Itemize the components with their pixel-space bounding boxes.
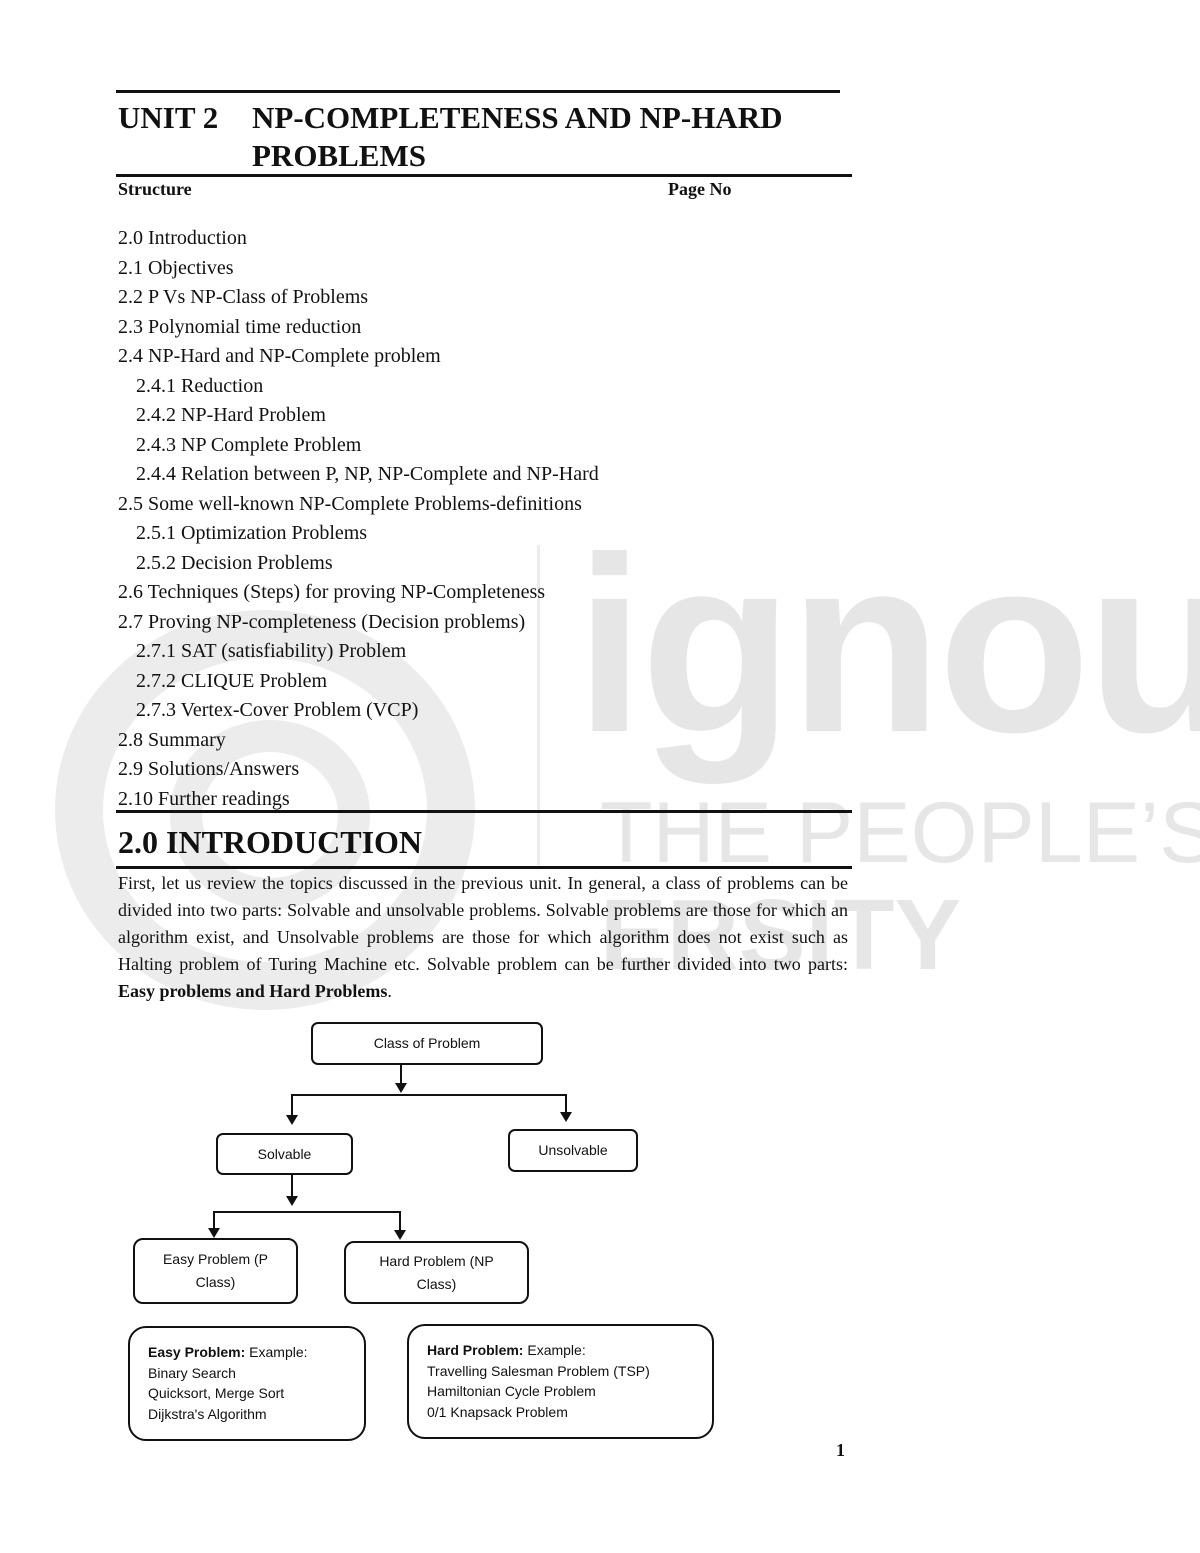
intro-text: First, let us review the topics discusse…: [118, 873, 848, 974]
toc-item: 2.4.1 Reduction: [136, 374, 264, 397]
example-item: Travelling Salesman Problem (TSP): [427, 1362, 650, 1379]
example-item: 0/1 Knapsack Problem: [427, 1403, 568, 1420]
connector-to-unsolvable: [565, 1094, 567, 1113]
toc-item: 2.5 Some well-known NP-Complete Problems…: [118, 492, 582, 515]
toc-item: 2.5.2 Decision Problems: [136, 551, 333, 574]
toc-item: 2.6 Techniques (Steps) for proving NP-Co…: [118, 581, 546, 603]
unit-title: NP-COMPLETENESS AND NP-HARD PROBLEMS: [252, 100, 783, 173]
toc-item: 2.9 Solutions/Answers: [118, 758, 300, 780]
arrow-down-icon: [560, 1112, 572, 1122]
toc-item: 2.7.1 SAT (satisfiability) Problem: [136, 640, 407, 662]
arrow-down-icon: [394, 1230, 406, 1240]
toc-item: 2.7 Proving NP-completeness (Decision pr…: [118, 610, 526, 633]
arrow-down-icon: [286, 1115, 298, 1125]
top-rule: [116, 90, 840, 93]
structure-heading: Structure: [118, 179, 192, 199]
table-of-contents: 2.0 Introduction 2.1 Objectives 2.2 P Vs N…: [118, 224, 818, 814]
easy-examples-heading-bold: Easy Problem:: [148, 1344, 246, 1360]
easy-examples-heading-rest: Example:: [245, 1344, 308, 1360]
connector-to-hard: [399, 1211, 401, 1231]
example-item: Binary Search: [148, 1364, 236, 1381]
hard-examples-heading-bold: Hard Problem:: [427, 1342, 524, 1358]
arrow-down-icon: [208, 1228, 220, 1238]
toc-item: 2.4.3 NP Complete Problem: [136, 433, 362, 456]
example-item: Dijkstra's Algorithm: [148, 1405, 267, 1422]
toc-item: 2.5.1 Optimization Problems: [136, 522, 368, 544]
example-item: Hamiltonian Cycle Problem: [427, 1383, 596, 1399]
node-unsolvable: Unsolvable: [508, 1129, 638, 1172]
connector-solvable-down: [291, 1175, 293, 1197]
toc-item: 2.1 Objectives: [118, 256, 234, 279]
node-solvable: Solvable: [216, 1133, 353, 1175]
connector-solvable-split: [213, 1211, 401, 1213]
toc-item: 2.7.2 CLIQUE Problem: [136, 669, 328, 692]
toc-item: 2.4 NP-Hard and NP-Complete problem: [118, 345, 441, 367]
example-item: Quicksort, Merge Sort: [148, 1385, 285, 1401]
toc-item: 2.7.3 Vertex-Cover Problem (VCP): [136, 699, 419, 721]
arrow-down-icon: [395, 1083, 407, 1093]
hard-examples-list: Hard Problem: Example: Travelling Salesm…: [427, 1340, 650, 1422]
connector-to-easy: [213, 1211, 215, 1229]
connector-root-split: [291, 1094, 567, 1096]
toc-item: 2.0 Introduction: [118, 227, 247, 249]
section-top-rule: [116, 810, 852, 813]
node-hard-problem: Hard Problem (NP Class): [344, 1241, 529, 1304]
hard-examples-box: Hard Problem: Example: Travelling Salesm…: [407, 1324, 714, 1439]
connector-root-down: [400, 1065, 402, 1085]
node-class-of-problem: Class of Problem: [311, 1022, 543, 1065]
page-no-heading: Page No: [668, 179, 732, 199]
page-number: 1: [836, 1440, 845, 1460]
connector-to-solvable: [291, 1094, 293, 1116]
toc-item: 2.8 Summary: [118, 728, 226, 751]
easy-examples-heading: Easy Problem: Example:: [148, 1342, 308, 1363]
toc-item: 2.2 P Vs NP-Class of Problems: [118, 286, 369, 308]
hard-examples-heading-rest: Example:: [523, 1342, 586, 1358]
unit-number: UNIT 2: [118, 100, 219, 135]
title-rule: [116, 174, 852, 177]
node-easy-problem: Easy Problem (P Class): [133, 1238, 298, 1304]
section-bottom-rule: [116, 866, 852, 869]
toc-item: 2.3 Polynomial time reduction: [118, 315, 362, 338]
arrow-down-icon: [286, 1196, 298, 1206]
toc-item: 2.4.4 Relation between P, NP, NP-Complet…: [136, 463, 599, 485]
section-title: 2.0 INTRODUCTION: [118, 824, 423, 860]
toc-item: 2.10 Further readings: [118, 787, 290, 810]
intro-paragraph: First, let us review the topics discusse…: [118, 870, 848, 1005]
hard-examples-heading: Hard Problem: Example:: [427, 1340, 650, 1361]
toc-item: 2.4.2 NP-Hard Problem: [136, 404, 326, 426]
intro-bold-text: Easy problems and Hard Problems: [118, 981, 388, 1001]
intro-text-end: .: [387, 981, 392, 1001]
